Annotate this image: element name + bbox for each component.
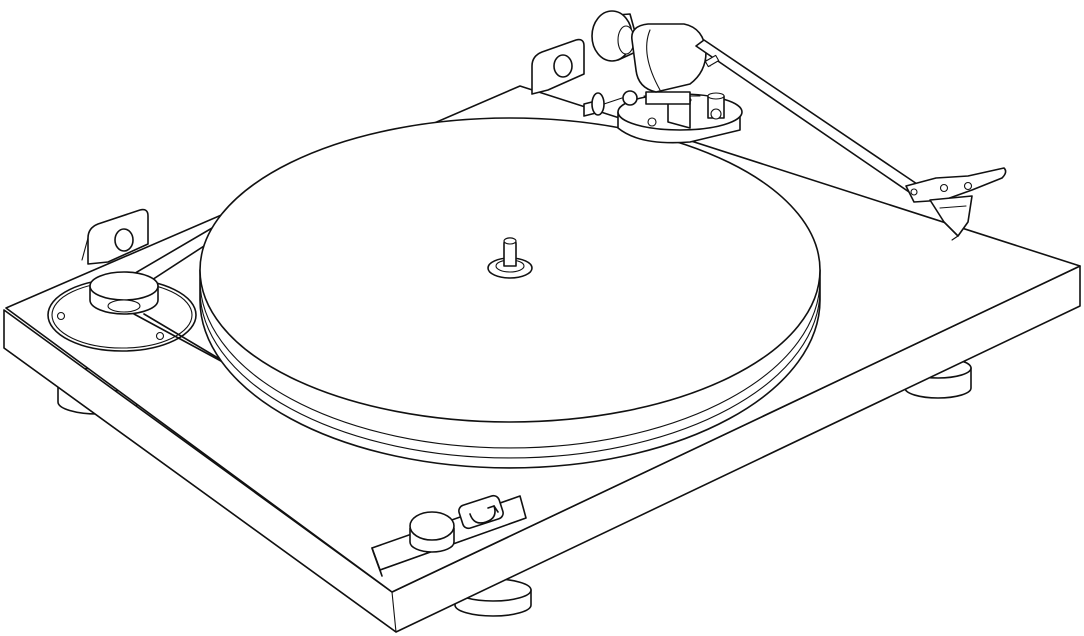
tonearm <box>695 39 1007 203</box>
hinge-left <box>81 208 149 265</box>
foot-front <box>454 578 532 617</box>
spindle <box>487 237 533 279</box>
counterweight <box>591 10 641 62</box>
circular-arrow-icon <box>458 494 504 530</box>
start-button[interactable] <box>409 511 455 553</box>
hinge-right <box>531 38 585 95</box>
cartridge <box>929 195 973 241</box>
tonearm-base <box>583 90 743 144</box>
motor-pulley <box>89 271 159 315</box>
start-button-panel <box>371 494 527 577</box>
platter <box>199 117 821 469</box>
tonearm-pivot <box>631 23 707 93</box>
